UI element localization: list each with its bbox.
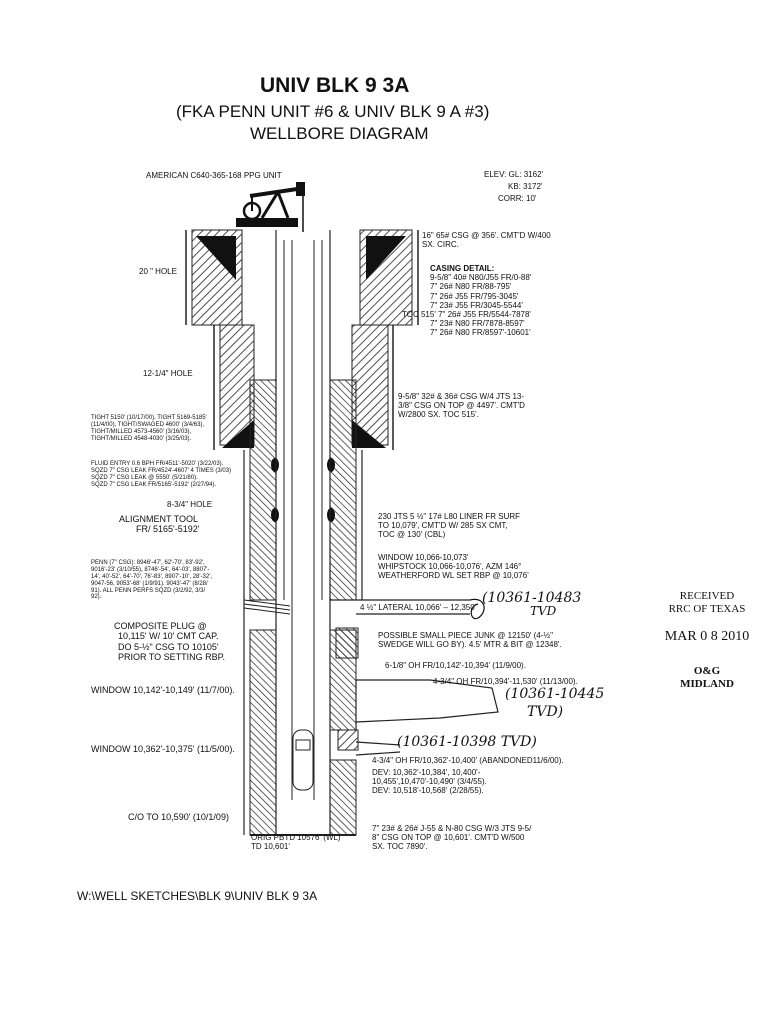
alignment-tool-label: ALIGNMENT TOOL FR/ 5165'-5192' xyxy=(119,514,200,535)
production-casing xyxy=(243,379,363,836)
handwritten-tvd-1b: TVD xyxy=(530,604,557,618)
junk-notes: POSSIBLE SMALL PIECE JUNK @ 12150' (4-½"… xyxy=(378,631,562,650)
received-stamp: RECEIVED RRC OF TEXAS MAR 0 8 2010 O&G M… xyxy=(664,590,750,691)
fluid-notes: FLUID ENTRY 0.6 BPH FR/4511'-5020' (3/22… xyxy=(91,461,232,488)
tight-notes: TIGHT 5150' (10/17/00), TIGHT 5169-5185'… xyxy=(91,415,207,442)
oh-618-label: 6-1/8" OH FR/10,142'-10,394' (11/9/00). xyxy=(385,661,526,670)
deviation-notes: DEV: 10,362'-10,384', 10,400'-10,455',10… xyxy=(372,768,487,796)
composite-plug-notes: COMPOSITE PLUG @ 10,115' W/ 10' CMT CAP.… xyxy=(114,621,226,663)
page-subtitle: (FKA PENN UNIT #6 & UNIV BLK 9 A #3) xyxy=(176,102,490,121)
oh-434-b-label: 4-3/4" OH FR/10,362'-10,400' (ABANDONED1… xyxy=(372,756,564,765)
window-1-label: WINDOW 10,142'-10,149' (11/7/00). xyxy=(91,685,235,695)
handwritten-tvd-3: (10361-10398 TVD) xyxy=(397,734,537,750)
surface-casing xyxy=(185,229,419,326)
diagram-title: WELLBORE DIAGRAM xyxy=(250,124,429,143)
oh-434-a-label: 4-3/4" OH FR/10,394'-11,530' (11/13/00). xyxy=(433,677,578,686)
cleanout-label: C/O TO 10,590' (10/1/09) xyxy=(128,812,229,822)
intermediate-casing xyxy=(213,324,394,450)
page-title: UNIV BLK 9 3A xyxy=(260,74,410,97)
lateral-label: 4 ½" LATERAL 10,066' – 12,350' xyxy=(360,603,477,612)
pump-unit-label: AMERICAN C640-365-168 PPG UNIT xyxy=(146,171,282,180)
window-2-label: WINDOW 10,362'-10,375' (11/5/00). xyxy=(91,744,235,754)
penn-perfs-notes: PENN (7" CSG): 8946'-47', 62'-70', 83'-9… xyxy=(91,560,213,601)
hole-12-label: 12-1/4" HOLE xyxy=(143,369,193,378)
csg-7-notes: 7" 23# & 26# J-55 & N-80 CSG W/3 JTS 9-5… xyxy=(372,824,532,852)
hole-20-label: 20 " HOLE xyxy=(139,267,177,276)
elevation-kb: KB: 3172' xyxy=(508,182,543,191)
pump-jack-icon xyxy=(236,182,305,232)
file-path: W:\WELL SKETCHES\BLK 9\UNIV BLK 9 3A xyxy=(77,889,318,903)
elevation-gl: ELEV: GL: 3162' xyxy=(484,170,544,179)
pbtd-label: ORIG PBTD 10576' (WL)TD 10,601' xyxy=(251,833,341,852)
handwritten-tvd-2: (10361-10445 xyxy=(505,686,605,702)
window-whipstock-notes: WINDOW 10,066-10,073'WHIPSTOCK 10,066-10… xyxy=(378,553,529,581)
hole-8-label: 8-3/4" HOLE xyxy=(167,500,213,509)
lateral-branches xyxy=(330,599,499,756)
elevation-corr: CORR: 10' xyxy=(498,194,537,203)
liner-tubing xyxy=(243,230,331,835)
handwritten-bracket xyxy=(469,598,485,620)
csg-958-notes: 9-5/8" 32# & 36# CSG W/4 JTS 13-3/8" CSG… xyxy=(398,392,525,420)
handwritten-tvd-2b: TVD) xyxy=(527,704,564,720)
handwritten-tvd-1: (10361-10483 xyxy=(482,590,582,606)
casing-detail: CASING DETAIL: 9-5/8" 40# N80/J55 FR/0-8… xyxy=(402,264,532,338)
